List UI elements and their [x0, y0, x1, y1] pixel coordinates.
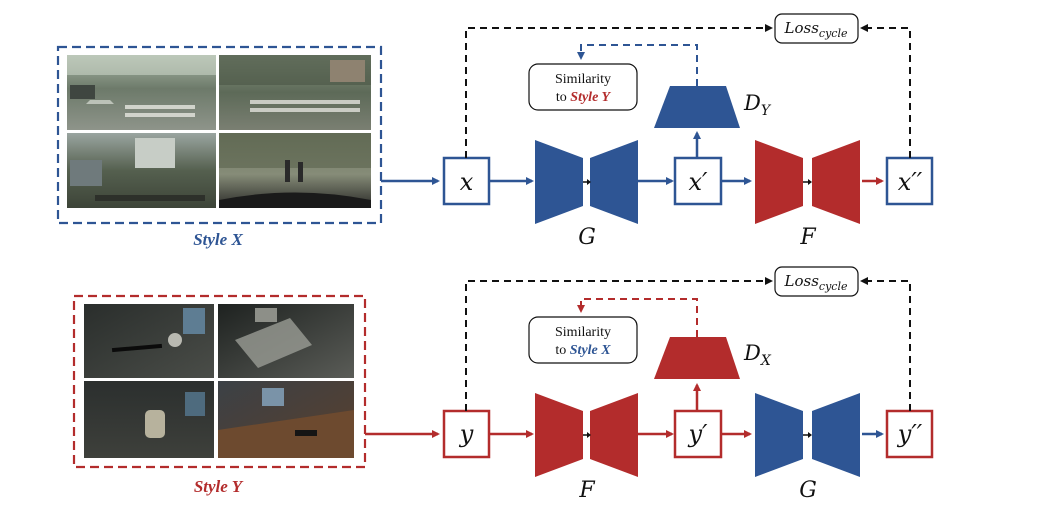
bottom-row: Style Y y F y′ G y′′: [72, 266, 934, 503]
generator-g: [535, 140, 638, 224]
style-y-frame: [72, 294, 367, 469]
generator-g-bottom-decoder: [812, 393, 860, 477]
generator-g-bottom-encoder: [755, 393, 803, 477]
generator-g-bottom-label: G: [799, 478, 817, 503]
generator-f-top-decoder: [812, 140, 860, 224]
style-x-label: Style X: [193, 230, 243, 249]
style-x-image-grid: [67, 55, 371, 208]
top-row: Style X x G x′ F x: [56, 13, 934, 250]
generator-g-encoder: [535, 140, 583, 224]
cycle-loss-path-bottom-right: [860, 277, 911, 411]
reconstructed-node-y-double-prime-label: y′′: [897, 420, 923, 448]
generator-g-bottom: [755, 393, 860, 477]
translated-node-x-prime: [673, 156, 723, 206]
reconstructed-node-x-double-prime: [885, 156, 934, 206]
translated-node-x-prime-label: x′: [689, 168, 709, 196]
translated-node-y-prime: [673, 409, 723, 459]
discriminator-dx-label: DX: [743, 341, 772, 369]
translated-node-y-prime-label: y′: [687, 420, 708, 448]
style-x-frame: [56, 45, 383, 225]
reconstructed-node-x-double-prime-label: x′′: [898, 168, 923, 196]
similarity-box-bottom: [528, 316, 638, 364]
similarity-box-bottom-line1: Similarity: [555, 325, 611, 340]
loss-cycle-box-top: [774, 13, 859, 44]
loss-cycle-box-bottom-label: Losscycle: [784, 272, 848, 293]
style-y-label: Style Y: [194, 477, 244, 496]
cycle-loss-path-top-right: [860, 24, 911, 158]
generator-f-encoder: [535, 393, 583, 477]
similarity-box-top-line2: to Style Y: [556, 90, 612, 105]
generator-f-decoder: [590, 393, 638, 477]
input-node-y-label: y: [459, 420, 474, 448]
generator-g-decoder: [590, 140, 638, 224]
discriminator-dy-label: DY: [743, 91, 772, 119]
loss-cycle-box-bottom: [774, 266, 859, 297]
generator-f-top: [755, 140, 860, 224]
similarity-box-bottom-line2: to Style X: [555, 343, 611, 358]
similarity-box-top-line1: Similarity: [555, 72, 611, 87]
similarity-feedback-arrow-top: [577, 44, 698, 86]
discriminator-dy: [654, 86, 740, 128]
similarity-feedback-arrow-bottom: [577, 298, 698, 337]
input-node-y: [442, 409, 491, 459]
discriminator-dx: [654, 337, 740, 379]
loss-cycle-box-top-label: Losscycle: [784, 19, 848, 40]
generator-f-top-label: F: [799, 225, 816, 250]
similarity-box-top: [528, 63, 638, 111]
generator-f-label: F: [578, 478, 595, 503]
style-y-image-grid: [84, 304, 354, 458]
generator-f-top-encoder: [755, 140, 803, 224]
generator-f: [535, 393, 638, 477]
generator-g-label: G: [578, 225, 596, 250]
input-node-x-label: x: [460, 168, 474, 196]
